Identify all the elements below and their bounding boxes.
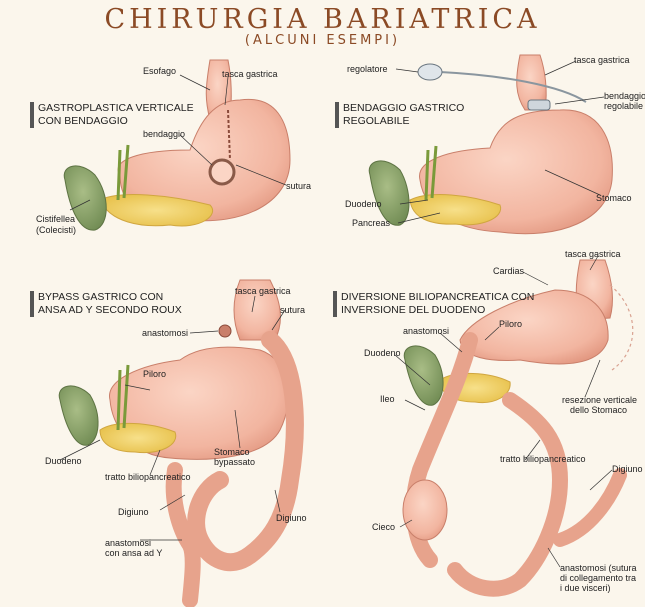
label-bendaggio: bendaggio <box>143 129 185 139</box>
label-esofago: Esofago <box>143 66 176 76</box>
label-digiuno-3a: Digiuno <box>118 507 149 517</box>
label-cistifellea: Cistifellea <box>36 214 75 224</box>
label-resezione-1: resezione verticale <box>562 395 637 405</box>
panel3-heading-line2: ANSA AD Y SECONDO ROUX <box>38 304 182 317</box>
label-anastomosi-sutura-3: i due visceri) <box>560 583 611 593</box>
label-anastomosi-ansa-2: con ansa ad Y <box>105 548 162 558</box>
panel2-heading-line1: BENDAGGIO GASTRICO <box>343 102 464 115</box>
label-anastomosi-4: anastomosi <box>403 326 449 336</box>
label-piloro-3: Piloro <box>143 369 166 379</box>
label-ileo: Ileo <box>380 394 395 404</box>
label-sutura-3: sutura <box>280 305 305 315</box>
panel2-art <box>369 55 612 234</box>
panel4-heading: DIVERSIONE BILIOPANCREATICA CON INVERSIO… <box>333 291 534 317</box>
label-bendaggio-2: bendaggio <box>604 91 645 101</box>
label-stomaco-1: Stomaco <box>596 193 632 203</box>
panel3-heading: BYPASS GASTRICO CON ANSA AD Y SECONDO RO… <box>30 291 182 317</box>
panel3-heading-line1: BYPASS GASTRICO CON <box>38 291 182 304</box>
panel1-heading-line2: CON BENDAGGIO <box>38 115 194 128</box>
label-anastomosi-sutura-2: di collegamento tra <box>560 573 636 583</box>
label-tasca-gastrica-2: tasca gastrica <box>574 55 630 65</box>
label-tasca-gastrica-3: tasca gastrica <box>235 286 291 296</box>
label-duodeno-3: Duodeno <box>45 456 82 466</box>
label-sutura-1: sutura <box>286 181 311 191</box>
panel4-heading-line1: DIVERSIONE BILIOPANCREATICA CON <box>341 291 534 304</box>
label-resezione-2: dello Stomaco <box>570 405 627 415</box>
panel2-heading-line2: REGOLABILE <box>343 115 464 128</box>
label-duodeno-4: Duodeno <box>364 348 401 358</box>
label-cieco: Cieco <box>372 522 395 532</box>
label-regolabile: regolabile <box>604 101 643 111</box>
label-tasca-gastrica-4: tasca gastrica <box>565 249 621 259</box>
panel1-heading: GASTROPLASTICA VERTICALE CON BENDAGGIO <box>30 102 194 128</box>
label-tratto-biliopancreatico-4: tratto biliopancreatico <box>500 454 586 464</box>
label-digiuno-3b: Digiuno <box>276 513 307 523</box>
label-anastomosi-sutura-1: anastomosi (sutura <box>560 563 637 573</box>
label-pancreas: Pancreas <box>352 218 390 228</box>
label-digiuno-4: Digiuno <box>612 464 643 474</box>
label-colecisti: (Colecisti) <box>36 225 76 235</box>
label-duodeno-1: Duodeno <box>345 199 382 209</box>
label-stomaco-bypassato-1: Stomaco <box>214 447 250 457</box>
panel4-heading-line2: INVERSIONE DEL DUODENO <box>341 304 534 317</box>
label-stomaco-bypassato-2: bypassato <box>214 457 255 467</box>
label-tratto-biliopancreatico-3: tratto biliopancreatico <box>105 472 191 482</box>
label-anastomosi-ansa-1: anastomosi <box>105 538 151 548</box>
label-tasca-gastrica-1: tasca gastrica <box>222 69 278 79</box>
label-anastomosi-3: anastomosi <box>142 328 188 338</box>
panel1-heading-line1: GASTROPLASTICA VERTICALE <box>38 102 194 115</box>
label-piloro-4: Piloro <box>499 319 522 329</box>
panel2-heading: BENDAGGIO GASTRICO REGOLABILE <box>335 102 464 128</box>
label-regolatore: regolatore <box>347 64 388 74</box>
label-cardias: Cardias <box>493 266 524 276</box>
panel1-art <box>64 60 290 230</box>
